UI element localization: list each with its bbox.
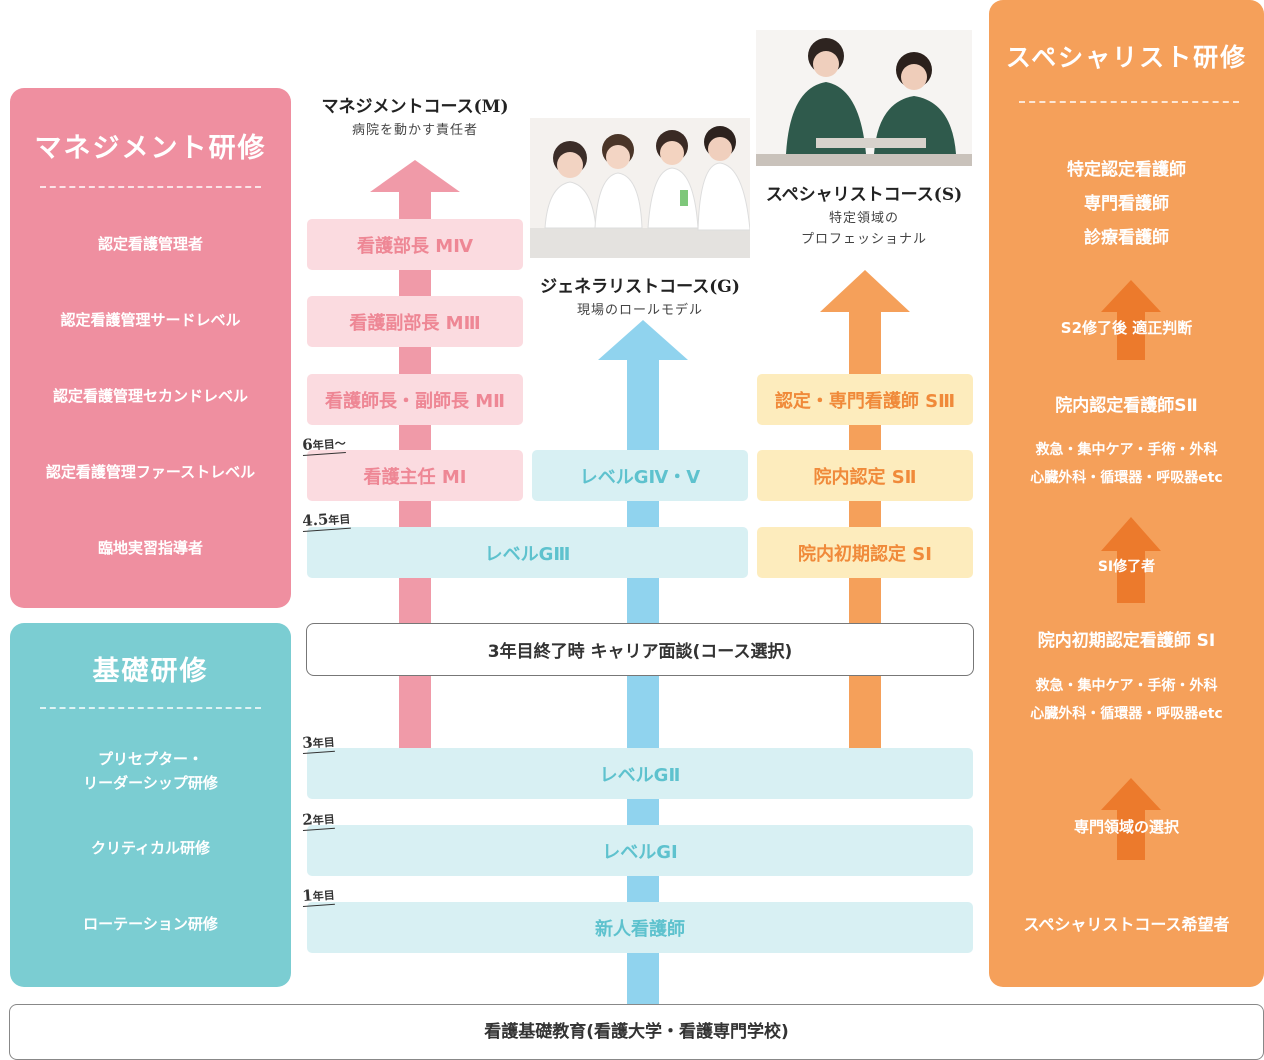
year-6-label: 6年目〜 (301, 433, 347, 456)
divider (40, 186, 261, 188)
management-item: 認定看護管理者 (97, 235, 203, 253)
year-3-label: 3年目 (301, 731, 336, 754)
basic-training-title: 基礎研修 (92, 656, 209, 687)
m2-box: 看護師長・副師長 MⅡ (307, 374, 523, 425)
m3-box: 看護副部長 MⅢ (307, 296, 523, 347)
year-1-label: 1年目 (301, 884, 336, 907)
divider (1019, 101, 1239, 103)
level1-detail: 救急・集中ケア・手術・外科 (1035, 678, 1218, 694)
g3-box: レベルGⅢ (307, 527, 748, 578)
year-unit: 年目 (312, 888, 336, 904)
year-4-5-label: 4.5年目 (301, 508, 351, 532)
arrow-label: 専門領域の選択 (1073, 818, 1179, 836)
management-training-title: マネジメント研修 (34, 133, 267, 164)
basic-item: クリティカル研修 (90, 839, 211, 857)
management-item: 臨地実習指導者 (97, 539, 203, 557)
management-course-title: マネジメントコース(M) (321, 97, 509, 117)
up-arrow-icon (1101, 517, 1161, 603)
m4-box: 看護部長 MⅣ (307, 219, 523, 270)
s3-box: 認定・専門看護師 SⅢ (757, 374, 973, 425)
up-arrow-icon (1101, 778, 1161, 860)
level2-detail: 救急・集中ケア・手術・外科 (1035, 442, 1218, 458)
year-unit: 年目 (312, 735, 336, 751)
m1-box: 看護主任 MI (307, 450, 523, 501)
career-interview-box: 3年目終了時 キャリア面談(コース選択) (306, 623, 974, 676)
specialist-course-title: スペシャリストコース(S) (765, 185, 963, 205)
basic-item: プリセプター・ リーダーシップ研修 (83, 750, 218, 792)
management-item: 認定看護管理サードレベル (60, 311, 241, 329)
level1-detail: 心臓外科・循環器・呼吸器etc (1030, 706, 1223, 722)
arrow-label: SI修了者 (1097, 559, 1156, 575)
specialist-nurses-photo (756, 30, 972, 166)
generalist-course-title: ジェネラリストコース(G) (540, 277, 740, 297)
arrow-label: S2修了後 適正判断 (1060, 319, 1193, 337)
g1-box: レベルGI (307, 825, 973, 876)
generalist-course-subtitle: 現場のロールモデル (576, 303, 703, 318)
specialist-training-panel: スペシャリスト研修 特定認定看護師 専門看護師 診療看護師 S2修了後 適正判断… (989, 0, 1264, 987)
g45-box: レベルGⅣ・Ⅴ (532, 450, 748, 501)
management-training-panel: マネジメント研修 認定看護管理者 認定看護管理サードレベル 認定看護管理セカンド… (10, 88, 291, 608)
specialist-training-title: スペシャリスト研修 (1005, 43, 1248, 72)
specialist-top-item: 専門看護師 (1084, 194, 1169, 214)
basic-training-panel: 基礎研修 プリセプター・ リーダーシップ研修 クリティカル研修 ローテーション研… (10, 623, 291, 987)
level2-title: 院内認定看護師SⅡ (1055, 396, 1198, 416)
level2-detail: 心臓外科・循環器・呼吸器etc (1030, 470, 1223, 486)
year-unit: 年目 (327, 512, 351, 528)
specialist-bottom: スペシャリストコース希望者 (1023, 915, 1230, 934)
year-unit: 年目 (312, 812, 336, 828)
management-course-subtitle: 病院を動かす責任者 (351, 123, 478, 138)
management-item: 認定看護管理ファーストレベル (45, 463, 256, 481)
year-num: 4.5 (301, 510, 329, 531)
divider (40, 707, 261, 709)
up-arrow-icon (1101, 280, 1161, 360)
s2-box: 院内認定 SⅡ (757, 450, 973, 501)
g2-box: レベルGⅡ (307, 748, 973, 799)
new-nurse-box: 新人看護師 (307, 902, 973, 953)
specialist-course-subtitle: 特定領域の プロフェッショナル (800, 211, 927, 247)
specialist-top-item: 診療看護師 (1084, 228, 1169, 248)
basic-item: ローテーション研修 (83, 915, 218, 933)
management-item: 認定看護管理セカンドレベル (52, 387, 248, 405)
specialist-course-arrow (820, 270, 910, 750)
generalist-nurses-photo (530, 118, 750, 258)
foundation-box: 看護基礎教育(看護大学・看護専門学校) (9, 1004, 1264, 1060)
s1-box: 院内初期認定 SI (757, 527, 973, 578)
specialist-top-item: 特定認定看護師 (1067, 160, 1186, 180)
year-2-label: 2年目 (301, 808, 336, 831)
level1-title: 院内初期認定看護師 SI (1037, 631, 1216, 651)
year-unit: 年目〜 (312, 437, 347, 453)
